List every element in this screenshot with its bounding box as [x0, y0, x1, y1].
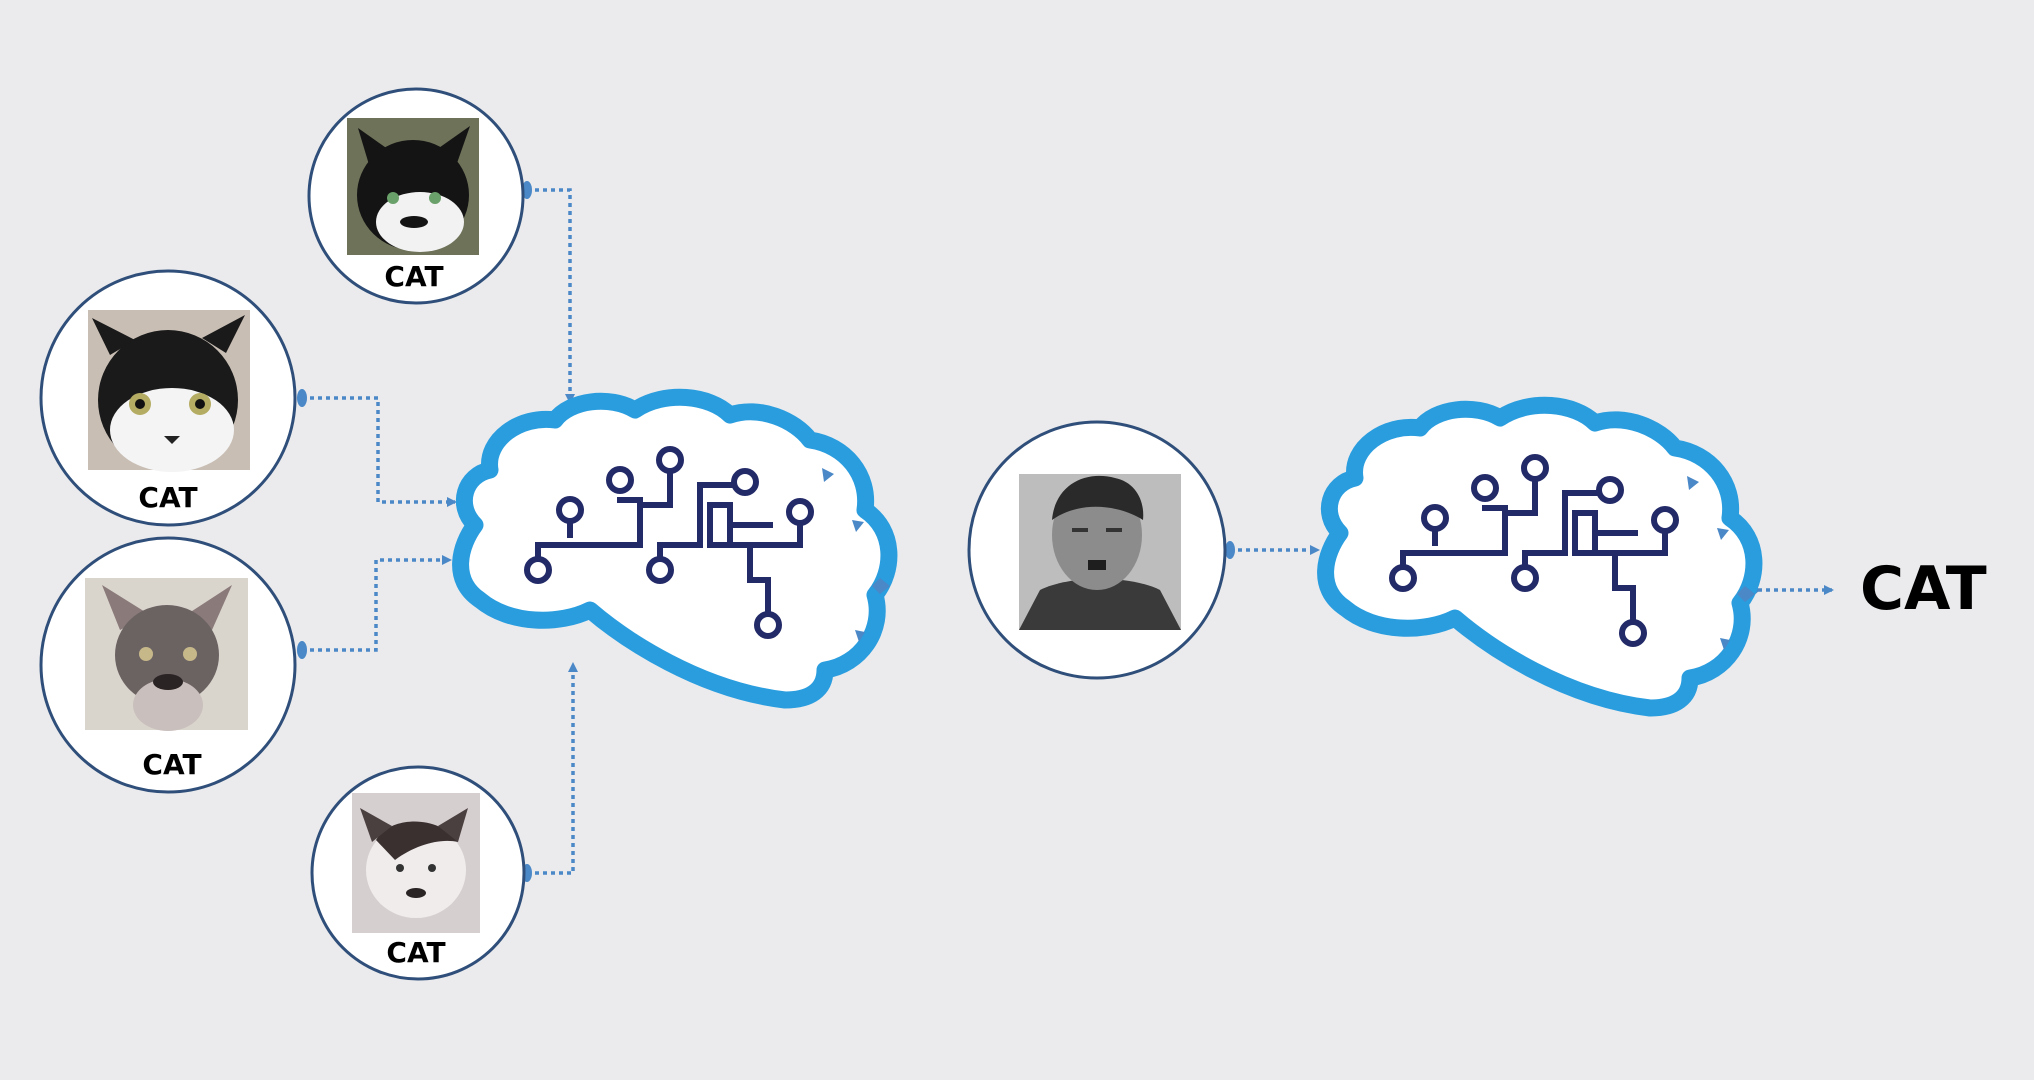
test-input-node — [967, 420, 1227, 680]
output-label: CAT — [1860, 554, 1987, 624]
black-and-white-cat-photo — [347, 118, 479, 255]
training-sample-upper-left: CAT — [39, 269, 297, 527]
black-and-white-kitten-photo — [88, 310, 250, 472]
sample-label: CAT — [142, 748, 201, 781]
connector-test-input — [1225, 541, 1320, 559]
training-sample-lower-left: CAT — [39, 536, 297, 794]
portrait-photo-of-man — [1019, 474, 1181, 630]
connector-bottom — [522, 662, 578, 882]
connector-top — [522, 181, 575, 404]
training-sample-bottom: CAT — [310, 765, 526, 981]
training-sample-top: CAT — [307, 87, 525, 305]
sample-label: CAT — [384, 260, 443, 293]
sample-label: CAT — [138, 481, 197, 514]
connector-lower-left — [297, 555, 452, 659]
white-cat-with-dark-patch-photo — [352, 793, 480, 933]
connector-upper-left — [297, 389, 457, 507]
sample-label: CAT — [386, 936, 445, 969]
hairless-cat-photo — [85, 578, 248, 731]
neural-network-brain-inference — [1326, 405, 1755, 708]
neural-network-brain-training — [461, 397, 890, 700]
